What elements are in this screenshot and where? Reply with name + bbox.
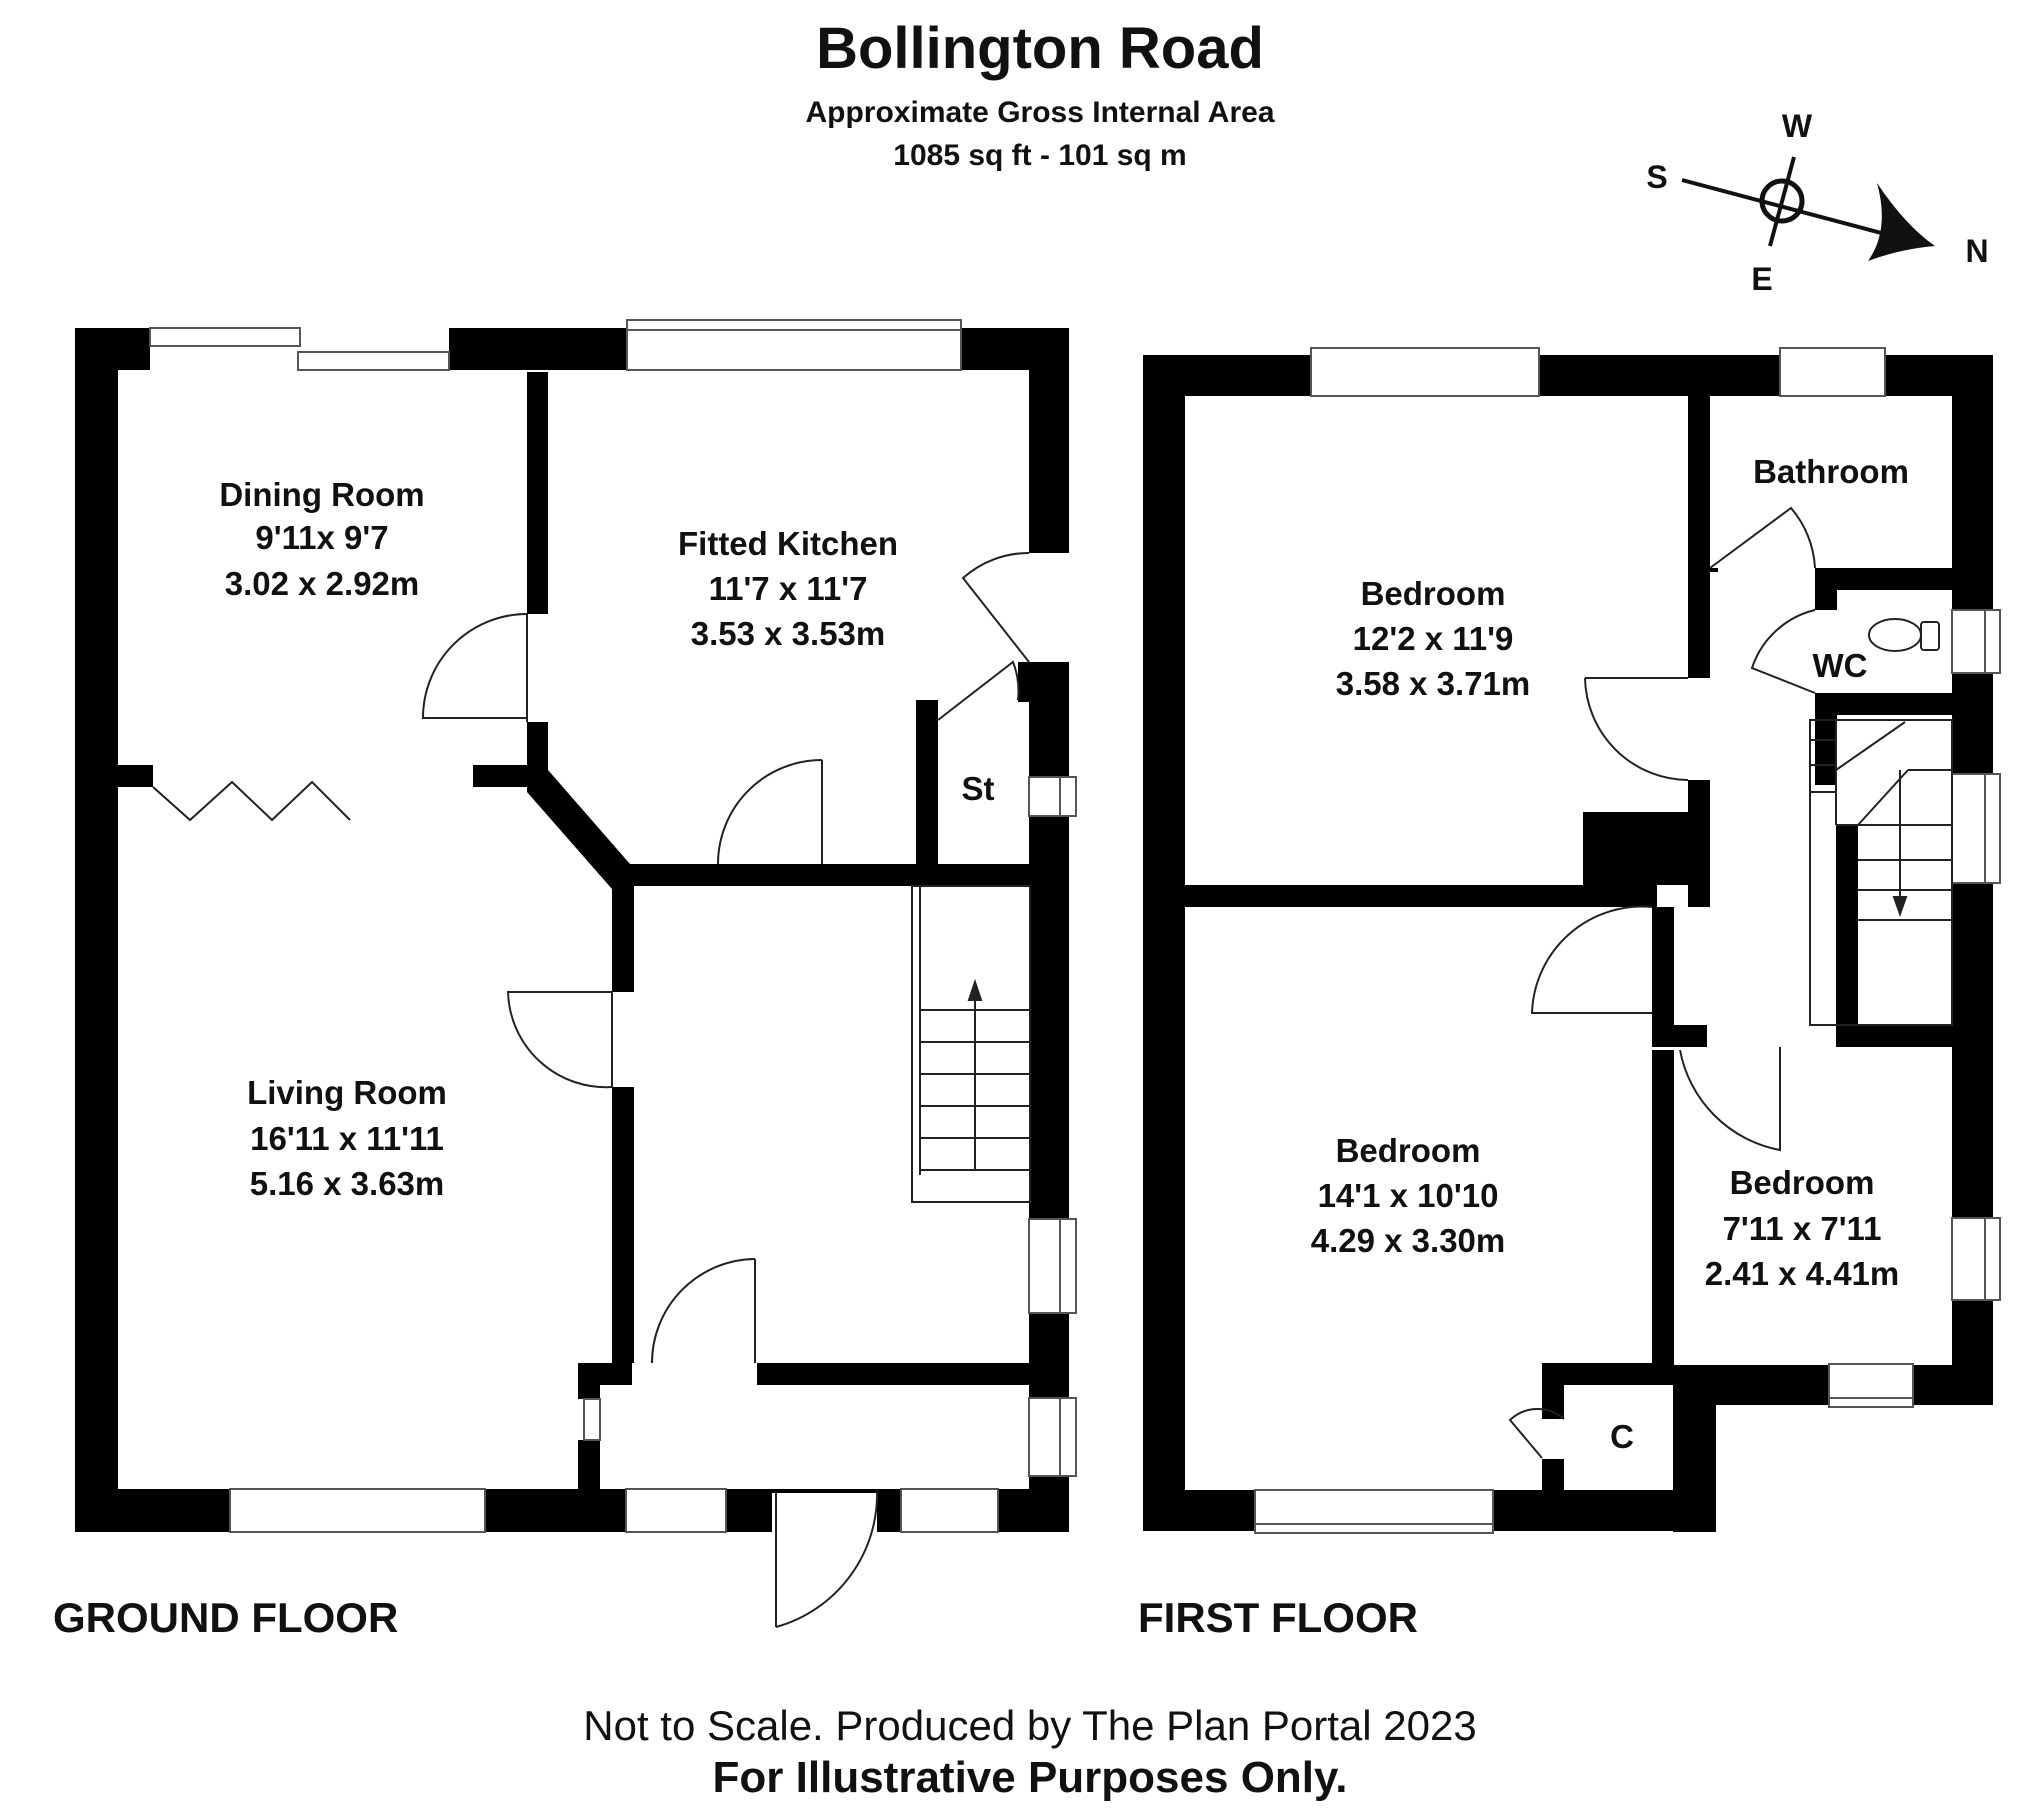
ground-floor-stairs <box>911 885 1031 1203</box>
bedroom2-name: Bedroom <box>1336 1132 1481 1169</box>
compass-s: S <box>1646 159 1667 195</box>
living-room-imperial: 16'11 x 11'11 <box>250 1120 444 1157</box>
bedroom3-imperial: 7'11 x 7'11 <box>1723 1210 1882 1247</box>
footer-illustrative: For Illustrative Purposes Only. <box>713 1753 1348 1802</box>
compass-icon: W S E N <box>1646 108 1988 297</box>
cupboard-label: C <box>1610 1418 1634 1455</box>
room-bedroom-1: Bedroom 12'2 x 11'9 3.58 x 3.71m <box>1336 575 1531 702</box>
bedroom1-imperial: 12'2 x 11'9 <box>1353 620 1514 657</box>
plan-subtitle: Approximate Gross Internal Area <box>805 96 1274 129</box>
first-floor-label: FIRST FLOOR <box>1138 1594 1418 1641</box>
kitchen-metric: 3.53 x 3.53m <box>691 615 886 652</box>
dining-room-name: Dining Room <box>219 476 424 513</box>
bedroom3-name: Bedroom <box>1730 1164 1875 1201</box>
first-floor-windows <box>1254 347 2001 1534</box>
room-bedroom-3: Bedroom 7'11 x 7'11 2.41 x 4.41m <box>1705 1164 1900 1292</box>
bedroom1-name: Bedroom <box>1361 575 1506 612</box>
room-fitted-kitchen: Fitted Kitchen 11'7 x 11'7 3.53 x 3.53m <box>678 525 898 652</box>
living-room-name: Living Room <box>247 1074 447 1111</box>
ground-floor-walls <box>75 328 1069 1532</box>
living-room-metric: 5.16 x 3.63m <box>250 1165 445 1202</box>
compass-w: W <box>1782 108 1813 144</box>
ground-floor-doors <box>152 551 1030 1628</box>
first-floor-doors <box>1508 506 1816 1459</box>
dining-room-metric: 3.02 x 2.92m <box>225 565 420 602</box>
footer-disclaimer: Not to Scale. Produced by The Plan Porta… <box>583 1702 1476 1749</box>
bedroom3-metric: 2.41 x 4.41m <box>1705 1255 1900 1292</box>
bathroom-label: Bathroom <box>1753 453 1909 490</box>
compass-n: N <box>1965 233 1988 269</box>
plan-area: 1085 sq ft - 101 sq m <box>893 139 1186 172</box>
room-dining-room: Dining Room 9'11x 9'7 3.02 x 2.92m <box>219 476 424 602</box>
first-floor-stairs <box>1809 719 1953 1026</box>
bedroom2-metric: 4.29 x 3.30m <box>1311 1222 1506 1259</box>
toilet-icon <box>1868 618 1940 652</box>
wc-label: WC <box>1813 647 1868 684</box>
room-bedroom-2: Bedroom 14'1 x 10'10 4.29 x 3.30m <box>1311 1132 1506 1259</box>
bedroom1-metric: 3.58 x 3.71m <box>1336 665 1531 702</box>
ground-floor-label: GROUND FLOOR <box>53 1594 398 1641</box>
bedroom2-imperial: 14'1 x 10'10 <box>1318 1177 1499 1214</box>
plan-title: Bollington Road <box>816 16 1264 81</box>
store-label: St <box>962 770 995 807</box>
ground-floor-windows <box>149 319 1077 1533</box>
dining-room-imperial: 9'11x 9'7 <box>255 519 388 556</box>
kitchen-imperial: 11'7 x 11'7 <box>709 570 868 607</box>
kitchen-name: Fitted Kitchen <box>678 525 898 562</box>
compass-e: E <box>1751 261 1772 297</box>
room-living-room: Living Room 16'11 x 11'11 5.16 x 3.63m <box>247 1074 447 1202</box>
